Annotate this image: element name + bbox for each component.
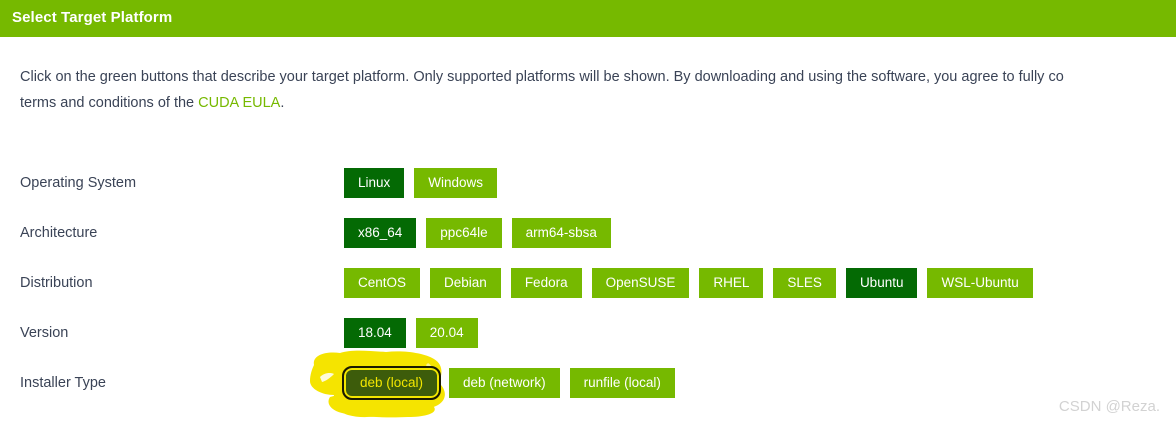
intro-line-2-prefix: terms and conditions of the — [20, 95, 199, 111]
cuda-eula-link[interactable]: CUDA EULA — [198, 95, 281, 111]
intro-line-1: Click on the green buttons that describe… — [20, 69, 1064, 85]
row-label-version: Version — [20, 325, 69, 341]
option-button-installer_type-0[interactable]: deb (local) — [341, 366, 442, 400]
option-button-distribution-1[interactable]: Debian — [430, 268, 501, 298]
option-button-distribution-7[interactable]: WSL-Ubuntu — [927, 268, 1033, 298]
row-installer-type: Installer Type deb (local)deb (network) r… — [0, 366, 1176, 402]
row-label-installer-type: Installer Type — [20, 375, 106, 391]
option-button-architecture-0[interactable]: x86_64 — [344, 218, 417, 248]
option-button-distribution-0[interactable]: CentOS — [344, 268, 421, 298]
option-button-operating_system-1[interactable]: Windows — [414, 168, 498, 198]
option-button-operating_system-0[interactable]: Linux — [344, 168, 405, 198]
row-label-operating-system: Operating System — [20, 175, 137, 191]
option-button-architecture-2[interactable]: arm64-sbsa — [511, 218, 611, 248]
row-version: Version 18.04 20.04 — [0, 318, 1176, 352]
row-distribution: Distribution CentOS Debian Fedora OpenSUSE R… — [0, 268, 1176, 302]
button-group-version: 18.04 20.04 — [344, 318, 478, 348]
row-operating-system: Operating System Linux Windows — [0, 168, 1176, 202]
button-group-operating-system: Linux Windows — [344, 168, 498, 198]
option-button-distribution-6[interactable]: Ubuntu — [845, 268, 918, 298]
button-group-installer-type: deb (local)deb (network) runfile (local) — [341, 366, 675, 400]
row-architecture: Architecture x86_64 ppc64le arm64-sbsa — [0, 218, 1176, 252]
option-button-distribution-3[interactable]: OpenSUSE — [591, 268, 690, 298]
intro-line-2-suffix: . — [280, 95, 285, 111]
option-button-distribution-5[interactable]: SLES — [773, 268, 836, 298]
panel-header: Select Target Platform — [0, 0, 1176, 37]
watermark: CSDN @Reza. — [1058, 398, 1160, 415]
option-button-architecture-1[interactable]: ppc64le — [426, 218, 502, 248]
option-button-installer_type-1[interactable]: deb (network) — [449, 368, 560, 398]
button-group-architecture: x86_64 ppc64le arm64-sbsa — [344, 218, 611, 248]
intro-paragraph: Click on the green buttons that describe… — [20, 64, 1176, 116]
option-button-distribution-2[interactable]: Fedora — [510, 268, 582, 298]
option-button-version-0[interactable]: 18.04 — [344, 318, 406, 348]
intro-line-2: terms and conditions of the CUDA EULA. — [20, 90, 1176, 116]
option-button-version-1[interactable]: 20.04 — [415, 318, 478, 348]
option-button-distribution-4[interactable]: RHEL — [699, 268, 764, 298]
row-label-distribution: Distribution — [20, 275, 93, 291]
option-button-installer_type-2[interactable]: runfile (local) — [569, 368, 675, 398]
page-title: Select Target Platform — [12, 9, 173, 26]
row-label-architecture: Architecture — [20, 225, 98, 241]
button-group-distribution: CentOS Debian Fedora OpenSUSE RHEL SLES Ubuntu… — [344, 268, 1033, 298]
